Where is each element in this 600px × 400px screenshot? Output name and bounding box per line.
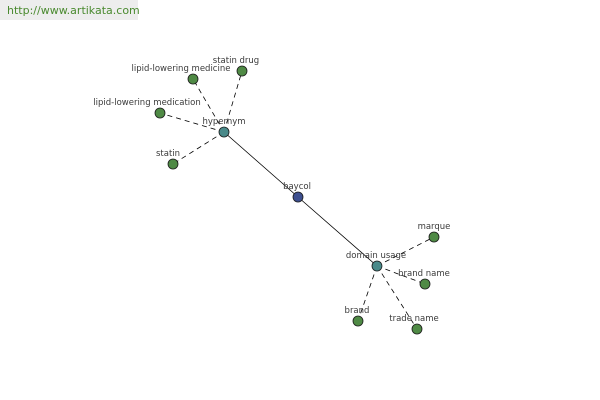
edge-center-hypernym	[223, 131, 299, 198]
node-label-term-lipid-lowering-medication: lipid-lowering medication	[93, 98, 200, 108]
edge-hypernym-lipid-lowering-medication	[159, 112, 225, 133]
graph-nodes: baycol hypernym lipid-lowering medicine …	[93, 56, 451, 335]
node-label-term-brand: brand	[345, 306, 370, 316]
node-term-marque[interactable]	[428, 231, 440, 243]
node-term-statin[interactable]	[167, 158, 179, 170]
source-banner: http://www.artikata.com	[0, 0, 140, 20]
node-relation-hypernym[interactable]	[218, 126, 230, 138]
graph-edges	[159, 70, 435, 330]
node-center[interactable]	[292, 191, 304, 203]
edge-center-domain-usage	[297, 196, 378, 267]
node-label-term-brand-name: brand name	[398, 269, 450, 279]
edge-hypernym-statin-drug	[223, 70, 243, 133]
edge-hypernym-statin	[172, 131, 225, 165]
node-label-term-trade-name: trade name	[389, 314, 438, 324]
node-term-lipid-lowering-medicine[interactable]	[187, 73, 199, 85]
node-label-center: baycol	[283, 182, 311, 192]
source-url-link[interactable]: http://www.artikata.com	[7, 4, 140, 17]
node-term-brand-name[interactable]	[419, 278, 431, 290]
node-term-lipid-lowering-medication[interactable]	[154, 107, 166, 119]
node-term-statin-drug[interactable]	[236, 65, 248, 77]
node-label-term-marque: marque	[418, 222, 451, 232]
node-relation-domain-usage[interactable]	[371, 260, 383, 272]
edge-domain-usage-marque	[376, 236, 435, 267]
node-label-term-statin-drug: statin drug	[213, 56, 259, 66]
node-label-term-lipid-lowering-medicine: lipid-lowering medicine	[132, 64, 231, 74]
edge-domain-usage-trade-name	[376, 265, 418, 330]
node-label-relation-domain-usage: domain usage	[346, 251, 406, 261]
edge-domain-usage-brand	[357, 265, 378, 322]
node-label-relation-hypernym: hypernym	[202, 117, 245, 127]
node-term-trade-name[interactable]	[411, 323, 423, 335]
node-term-brand[interactable]	[352, 315, 364, 327]
edge-hypernym-lipid-lowering-medicine	[192, 78, 225, 133]
node-label-term-statin: statin	[156, 149, 180, 159]
